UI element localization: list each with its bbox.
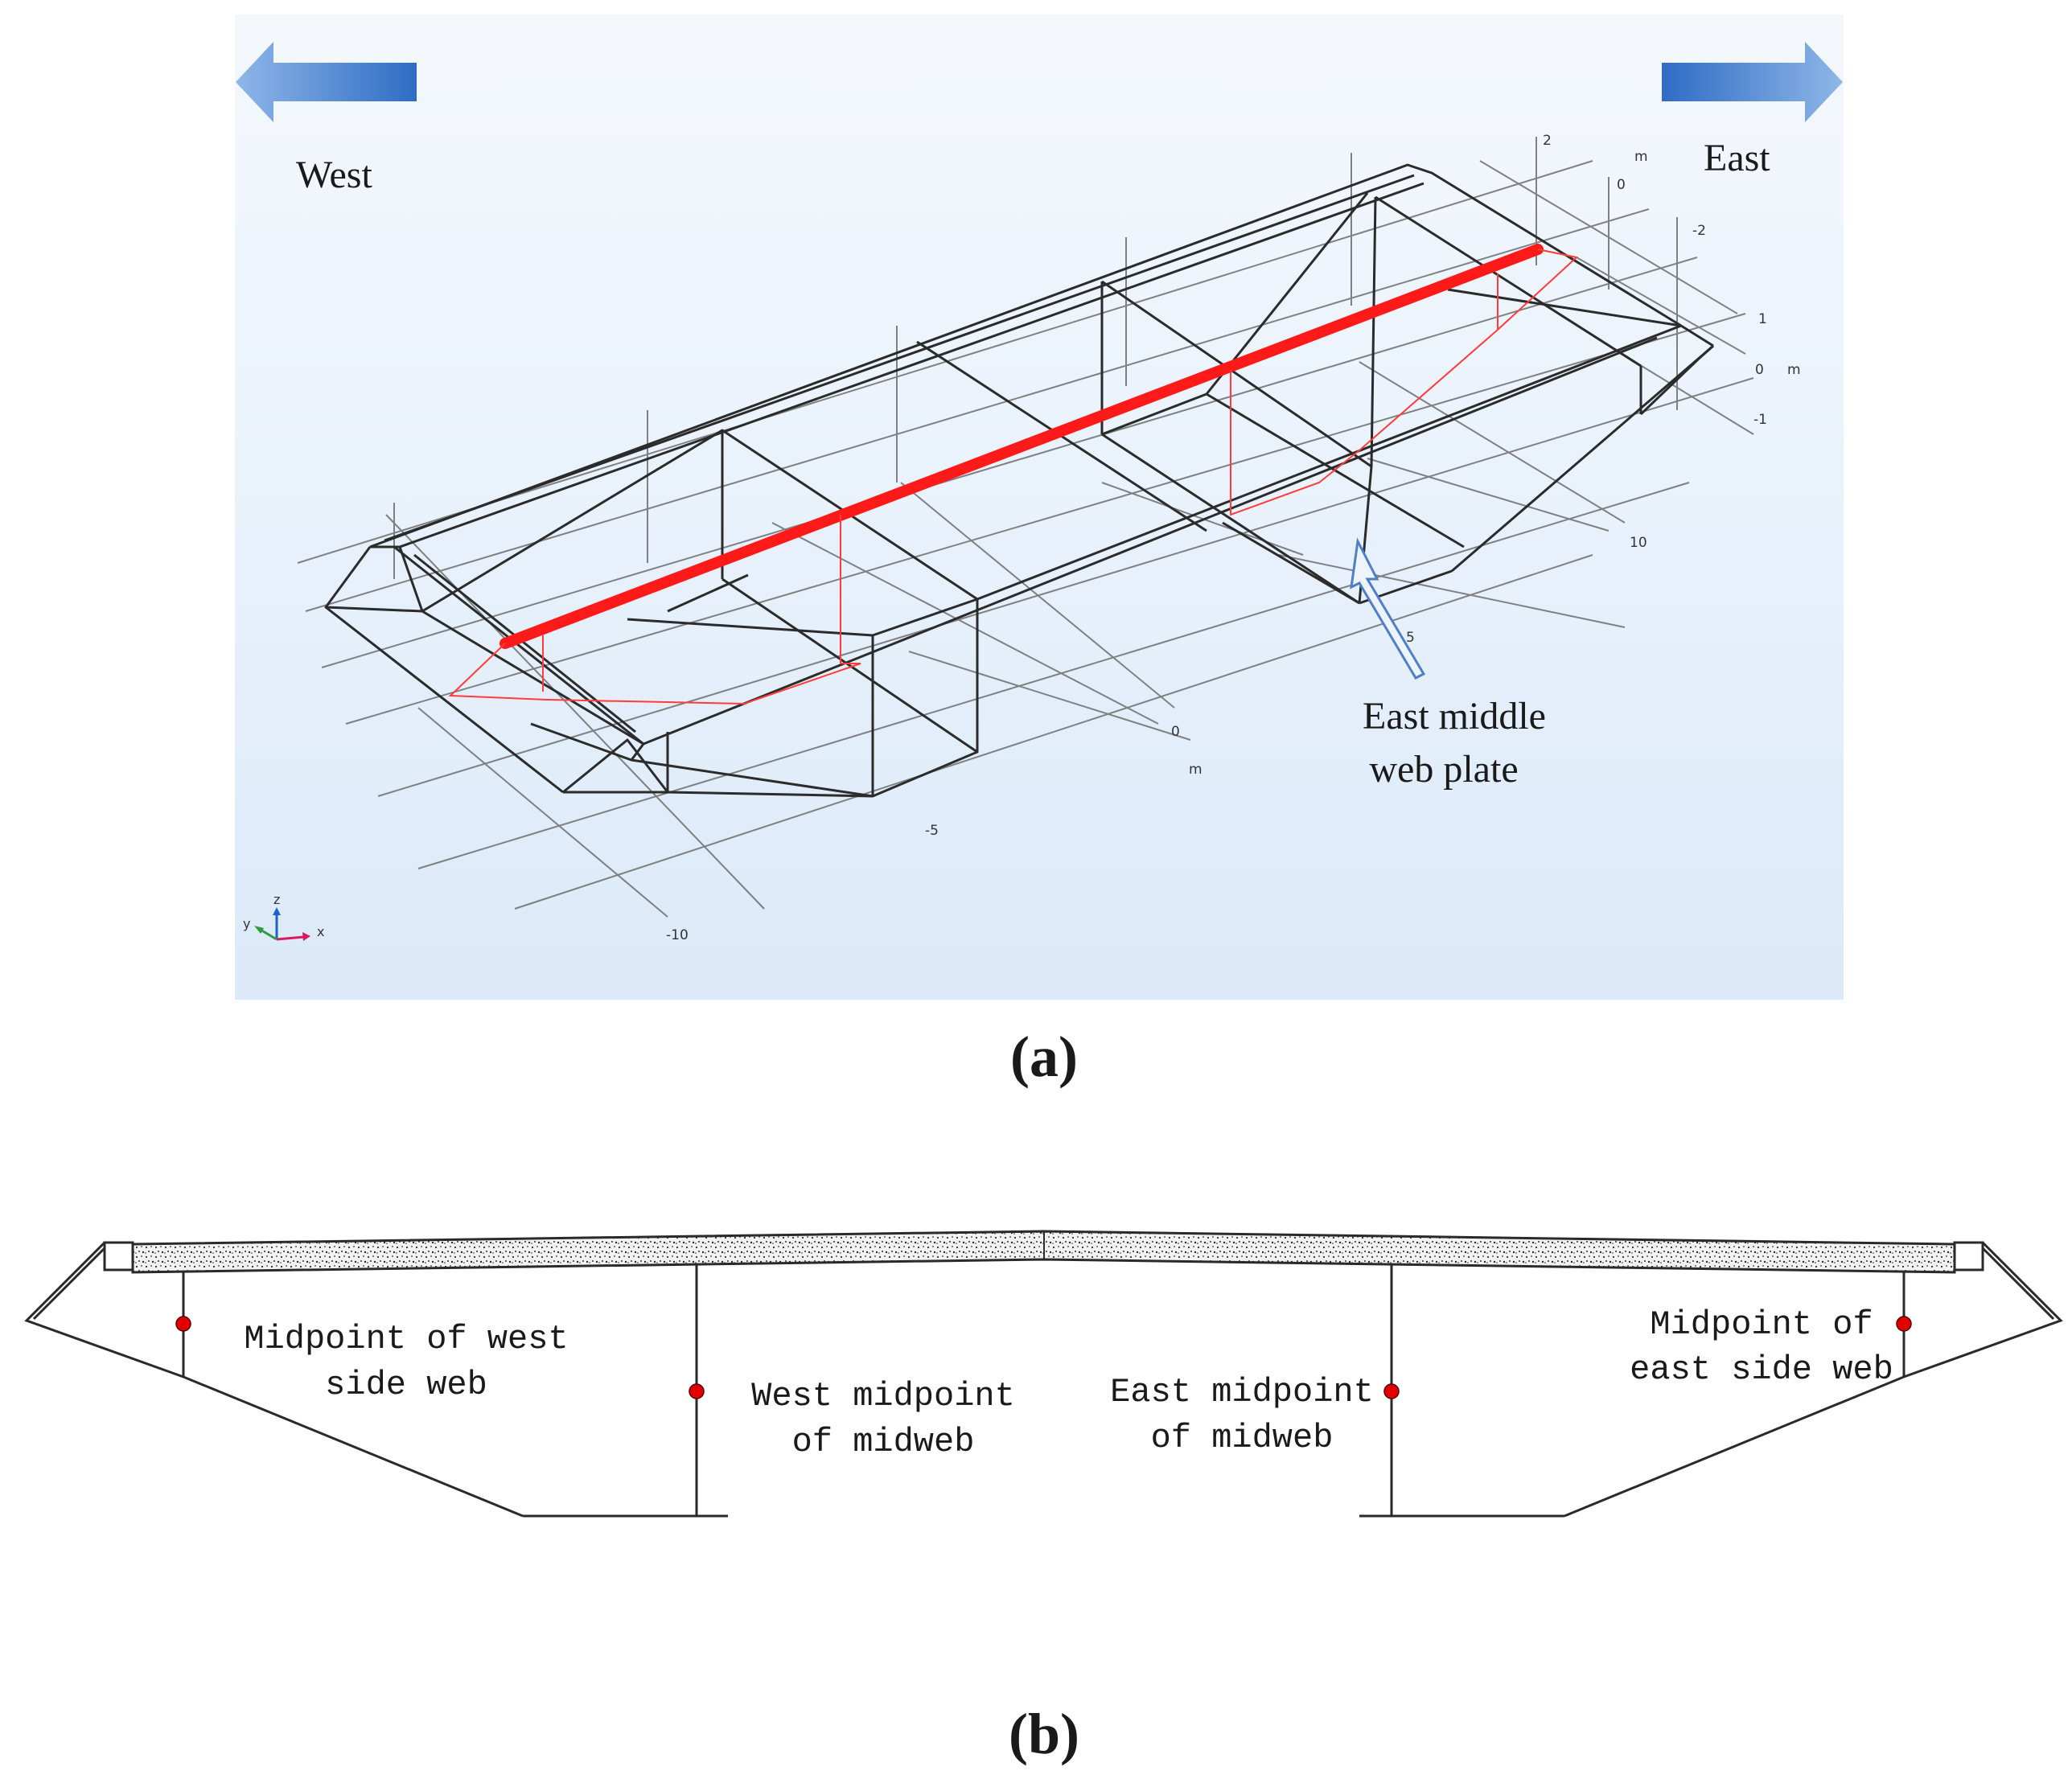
tick-10: 10 <box>1630 535 1647 551</box>
east-label: East <box>1704 137 1770 179</box>
tick-neg1: -1 <box>1753 412 1767 428</box>
middle-web-highlight <box>500 244 1544 649</box>
triad-y-label: y <box>243 916 250 931</box>
tick-unit-m-vertical: m <box>1787 362 1801 378</box>
axis-grid <box>297 137 1754 918</box>
annotation-line-1: East middle <box>1363 695 1546 737</box>
triad-z-label: z <box>273 892 280 907</box>
triad-x-label: x <box>317 924 324 939</box>
west-midweb-point <box>689 1383 705 1399</box>
tick-0-vertical: 0 <box>1755 362 1764 378</box>
measurement-path-lines <box>448 249 1579 705</box>
tick-neg10: -10 <box>666 927 689 943</box>
east-side-web-point <box>1896 1316 1912 1332</box>
east-side-label-line-2: east side web <box>1630 1350 1893 1389</box>
east-arrow-icon <box>1662 42 1843 122</box>
caption-a: (a) <box>1010 1025 1078 1089</box>
curbs <box>103 1241 1984 1272</box>
west-midweb-label-line-2: of midweb <box>792 1423 975 1461</box>
west-arrow-icon <box>236 42 417 122</box>
west-side-label-line-2: side web <box>325 1366 487 1404</box>
tick-unit-m-longitudinal: m <box>1189 762 1202 778</box>
east-midweb-label-line-2: of midweb <box>1151 1419 1334 1457</box>
west-label: West <box>296 154 372 196</box>
tick-unit-m: m <box>1634 149 1648 165</box>
east-side-label-line-1: Midpoint of <box>1650 1305 1873 1344</box>
tick-1: 1 <box>1758 311 1767 327</box>
tick-neg5: -5 <box>925 823 939 839</box>
tick-2: 2 <box>1543 133 1552 149</box>
caption-b: (b) <box>1009 1702 1079 1766</box>
tick-neg2: -2 <box>1692 223 1706 239</box>
west-side-web-point <box>175 1316 191 1332</box>
coordinate-triad-icon <box>254 907 310 941</box>
measurement-points <box>175 1316 1912 1399</box>
annotation-arrow-icon <box>1350 537 1426 680</box>
tick-5: 5 <box>1406 630 1415 646</box>
panel-a-background <box>235 14 1844 1000</box>
east-midweb-point <box>1383 1383 1400 1399</box>
tick-0-longitudinal: 0 <box>1171 724 1180 740</box>
annotation-line-2: web plate <box>1369 748 1518 791</box>
west-side-label-line-1: Midpoint of west <box>244 1320 568 1358</box>
east-midweb-label-line-1: East midpoint <box>1110 1373 1374 1411</box>
tick-0: 0 <box>1617 177 1626 193</box>
west-midweb-label-line-1: West midpoint <box>751 1377 1015 1415</box>
